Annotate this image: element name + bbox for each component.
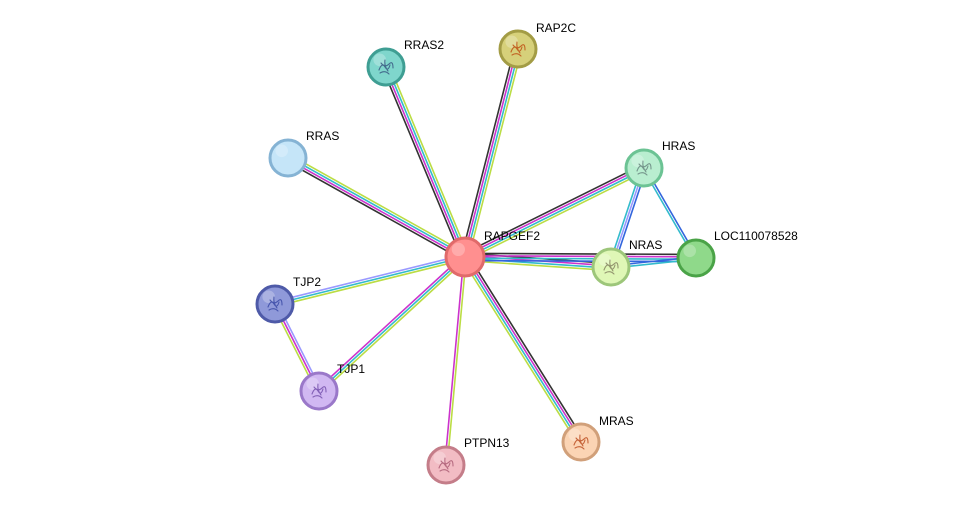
node-rras[interactable]: RRAS: [268, 129, 339, 178]
edge-rapgef2-rras[interactable]: [285, 154, 468, 261]
edge-evidence-line: [274, 256, 466, 305]
node-label: MRAS: [599, 414, 634, 428]
node-nras[interactable]: NRAS: [591, 238, 662, 287]
node-highlight: [451, 242, 465, 257]
edge-evidence-line: [467, 49, 523, 259]
node-label: PTPN13: [464, 436, 510, 450]
node-tjp1[interactable]: TJP1: [299, 362, 365, 411]
edge-rapgef2-tjp1[interactable]: [316, 254, 468, 394]
node-label: HRAS: [662, 139, 695, 153]
node-circle[interactable]: [676, 238, 716, 278]
edge-evidence-line: [462, 163, 644, 255]
node-label: NRAS: [629, 238, 662, 252]
edge-evidence-line: [318, 256, 466, 392]
edge-evidence-line: [384, 66, 465, 259]
node-highlight: [262, 290, 276, 304]
edge-evidence-line: [463, 47, 518, 258]
edge-rapgef2-ptpn13[interactable]: [444, 256, 467, 466]
node-circle[interactable]: [268, 138, 308, 178]
node-highlight: [373, 53, 387, 67]
edge-evidence-line: [274, 258, 467, 308]
protein-structure-icon: [636, 160, 652, 176]
edge-evidence-line: [273, 253, 466, 303]
edge-evidence-line: [464, 252, 697, 256]
node-tjp2[interactable]: TJP2: [255, 275, 321, 324]
node-highlight: [505, 35, 518, 49]
node-highlight: [433, 451, 447, 465]
edge-evidence-line: [465, 170, 647, 262]
edge-evidence-line: [381, 67, 463, 260]
node-highlight: [598, 253, 611, 267]
edge-evidence-line: [467, 254, 585, 441]
node-label: LOC110078528: [714, 229, 798, 243]
protein-structure-icon: [510, 41, 526, 57]
protein-structure-icon: [311, 383, 327, 399]
edge-evidence-line: [463, 166, 645, 257]
edge-evidence-line: [464, 257, 697, 260]
protein-structure-icon: [438, 457, 454, 473]
protein-structure-icon: [378, 59, 394, 75]
node-highlight: [631, 154, 644, 168]
protein-structure-icon: [267, 296, 283, 312]
node-mras[interactable]: MRAS: [561, 414, 634, 462]
node-loc110078528[interactable]: LOC110078528: [676, 229, 798, 278]
edge-rapgef2-hras[interactable]: [462, 163, 647, 262]
edge-evidence-line: [287, 156, 467, 257]
edge-evidence-line: [388, 64, 470, 257]
node-hras[interactable]: HRAS: [624, 139, 695, 188]
protein-structure-icon: [573, 434, 589, 450]
node-label: TJP2: [293, 275, 321, 289]
edge-evidence-line: [386, 65, 467, 258]
edge-rapgef2-rras2[interactable]: [381, 64, 470, 260]
node-label: RRAS2: [404, 38, 444, 52]
edge-evidence-line: [464, 255, 697, 258]
protein-structure-icon: [603, 259, 619, 275]
edge-evidence-line: [316, 254, 465, 391]
node-highlight: [568, 428, 581, 442]
edge-evidence-line: [444, 256, 465, 466]
edge-rapgef2-rap2c[interactable]: [460, 47, 523, 259]
edge-evidence-line: [463, 256, 581, 444]
edge-evidence-line: [464, 168, 646, 259]
node-ptpn13[interactable]: PTPN13: [426, 436, 510, 485]
node-label: RAP2C: [536, 21, 576, 35]
edge-evidence-line: [465, 255, 583, 443]
edge-rapgef2-mras[interactable]: [461, 254, 585, 445]
edge-evidence-line: [285, 160, 465, 261]
node-highlight: [306, 377, 320, 391]
edge-evidence-line: [465, 48, 520, 259]
edge-evidence-line: [288, 154, 468, 255]
node-label: RAPGEF2: [484, 229, 540, 243]
edge-evidence-line: [464, 257, 612, 269]
edge-evidence-line: [446, 256, 467, 466]
node-rapgef2[interactable]: RAPGEF2: [444, 229, 540, 278]
node-rras2[interactable]: RRAS2: [366, 38, 444, 87]
node-highlight: [275, 144, 289, 158]
node-label: RRAS: [306, 129, 339, 143]
edge-evidence-line: [461, 258, 579, 445]
edge-evidence-line: [460, 47, 516, 257]
edge-evidence-line: [463, 259, 612, 272]
edge-rapgef2-tjp2[interactable]: [273, 253, 467, 308]
node-highlight: [683, 244, 696, 258]
edge-evidence-line: [319, 257, 468, 394]
node-label: TJP1: [337, 362, 365, 376]
edge-evidence-line: [286, 158, 466, 259]
node-circle[interactable]: [444, 236, 486, 278]
node-rap2c[interactable]: RAP2C: [498, 21, 576, 69]
